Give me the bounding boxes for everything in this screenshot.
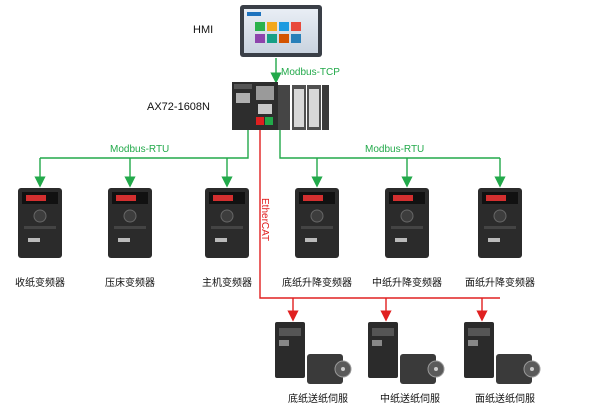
servo-group: 底纸送纸伺服 中纸送纸伺服 面纸送纸伺服 — [275, 322, 541, 405]
inverter-device — [205, 188, 249, 258]
modbus-tcp-label: Modbus-TCP — [281, 67, 340, 78]
hmi-label: HMI — [193, 24, 213, 36]
inverter-label: 收纸变频器 — [15, 276, 65, 289]
inverter-device — [295, 188, 339, 258]
inverter-label: 底纸升降变频器 — [282, 276, 352, 289]
inverter-device — [108, 188, 152, 258]
ethercat-label: EtherCAT — [259, 198, 270, 241]
servo-drive-and-motor — [368, 322, 445, 384]
servo-label: 中纸送纸伺服 — [380, 392, 440, 405]
inverter-device — [18, 188, 62, 258]
inverter-device — [478, 188, 522, 258]
hmi-device — [240, 5, 322, 57]
inverter-label: 主机变频器 — [202, 276, 252, 289]
plc-label: AX72-1608N — [147, 101, 210, 113]
servo-label: 底纸送纸伺服 — [288, 392, 348, 405]
modbus-rtu-left-label: Modbus-RTU — [110, 144, 169, 155]
inverter-label: 压床变频器 — [105, 276, 155, 289]
modbus-rtu-right-label: Modbus-RTU — [365, 144, 424, 155]
inverter-label: 面纸升降变频器 — [465, 276, 535, 289]
servo-drive-and-motor — [464, 322, 541, 384]
inverter-group: 收纸变频器 压床变频器 主机变频器 — [15, 188, 535, 289]
plc-device — [232, 82, 329, 130]
servo-drive-and-motor — [275, 322, 352, 384]
inverter-device — [385, 188, 429, 258]
inverter-label: 中纸升降变频器 — [372, 276, 442, 289]
servo-label: 面纸送纸伺服 — [475, 392, 535, 405]
